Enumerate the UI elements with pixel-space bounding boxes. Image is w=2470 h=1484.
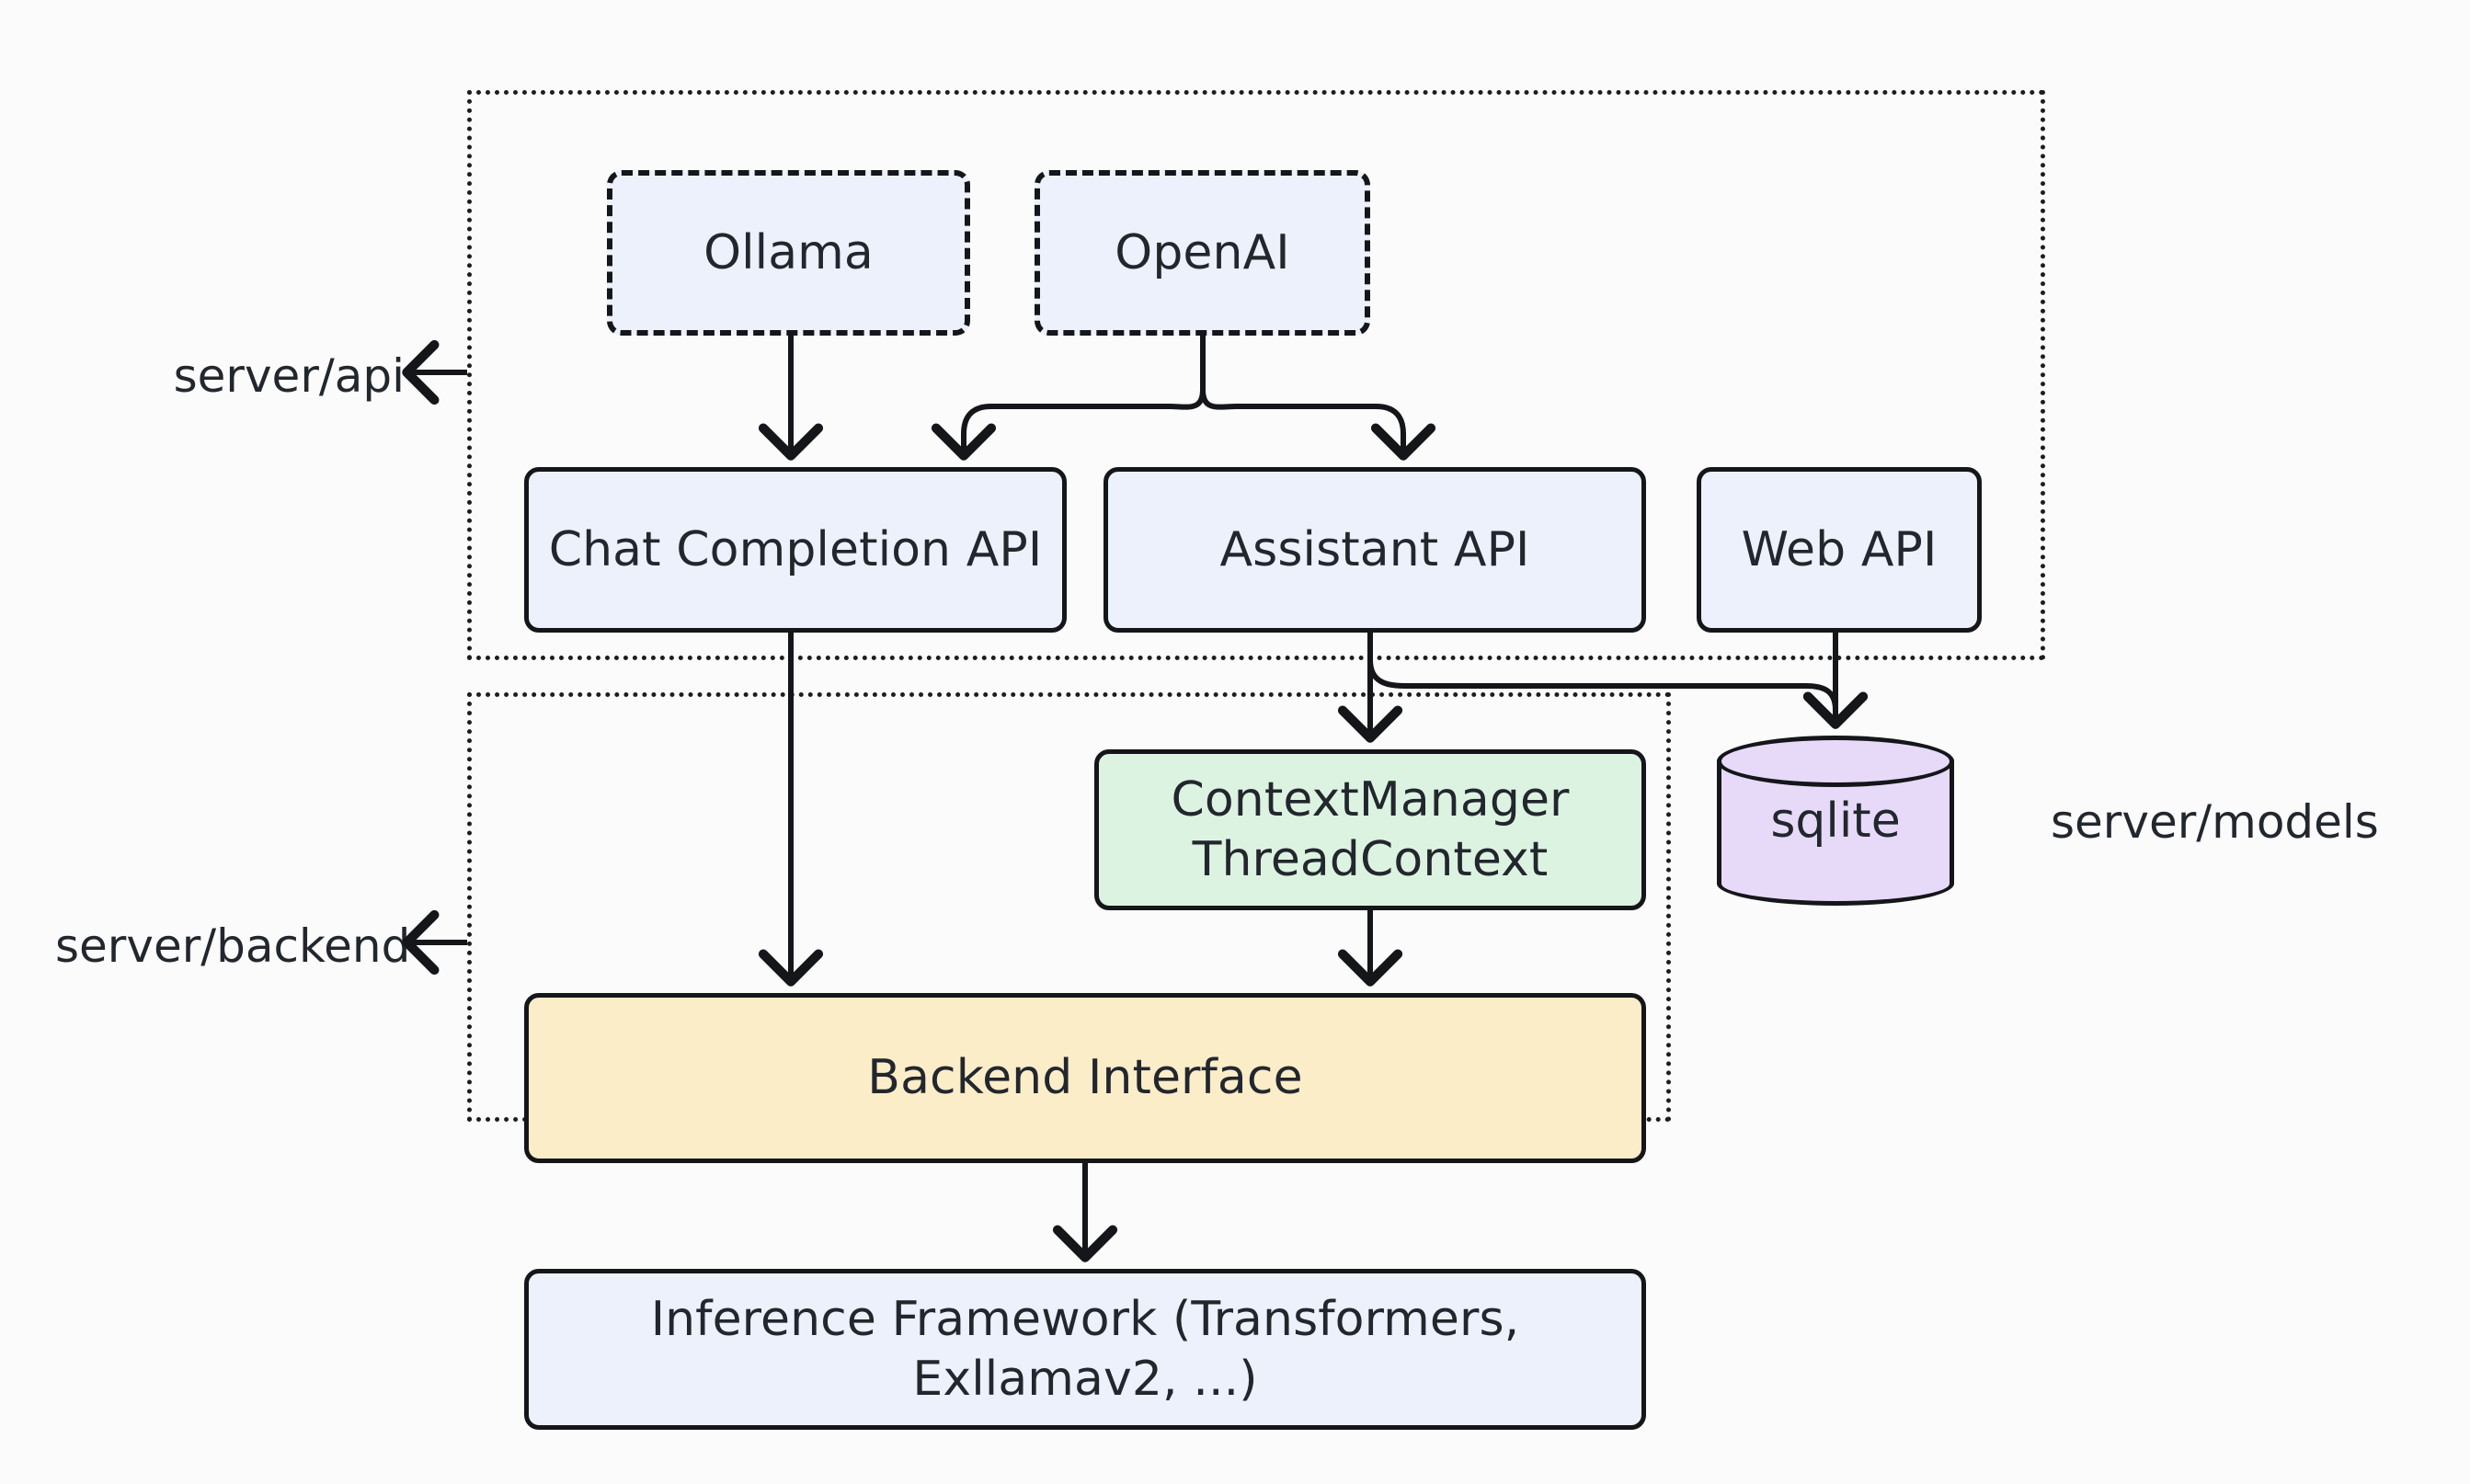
node-openai[interactable]: OpenAI bbox=[1035, 170, 1370, 336]
cylinder-top-ellipse bbox=[1717, 736, 1954, 787]
node-label-thread-context: ThreadContext bbox=[1192, 831, 1549, 887]
group-label-server-models: server/models bbox=[2051, 795, 2379, 849]
node-context-manager[interactable]: ContextManager ThreadContext bbox=[1094, 749, 1646, 910]
node-label-assistant-api: Assistant API bbox=[1219, 521, 1530, 577]
node-web-api[interactable]: Web API bbox=[1697, 467, 1982, 633]
node-sqlite-database[interactable]: sqlite bbox=[1717, 736, 1954, 906]
node-label-chat-completion-api: Chat Completion API bbox=[548, 521, 1043, 577]
group-label-server-backend: server/backend bbox=[55, 919, 411, 973]
node-label-inference-framework: Inference Framework (Transformers, Exlla… bbox=[650, 1291, 1520, 1407]
node-ollama[interactable]: Ollama bbox=[607, 170, 970, 336]
node-backend-interface[interactable]: Backend Interface bbox=[524, 993, 1646, 1163]
group-label-server-api: server/api bbox=[173, 349, 405, 403]
node-label-ollama: Ollama bbox=[703, 224, 874, 280]
node-label-sqlite: sqlite bbox=[1770, 793, 1901, 849]
node-chat-completion-api[interactable]: Chat Completion API bbox=[524, 467, 1067, 633]
node-inference-framework[interactable]: Inference Framework (Transformers, Exlla… bbox=[524, 1269, 1646, 1430]
node-label-openai: OpenAI bbox=[1115, 224, 1290, 280]
group-server-api bbox=[467, 90, 2045, 660]
node-label-web-api: Web API bbox=[1741, 521, 1938, 577]
node-label-context-manager: ContextManager bbox=[1171, 771, 1570, 828]
node-label-backend-interface: Backend Interface bbox=[867, 1050, 1303, 1105]
node-assistant-api[interactable]: Assistant API bbox=[1103, 467, 1646, 633]
